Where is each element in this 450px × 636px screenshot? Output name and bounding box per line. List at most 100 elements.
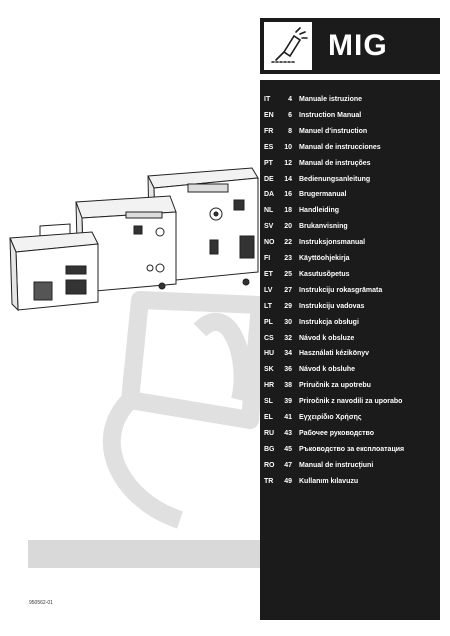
language-manual-title: Manual de instruções xyxy=(299,159,371,167)
language-code: NO xyxy=(264,239,275,247)
language-code: FI xyxy=(264,255,271,262)
language-manual-title: Manuel d'instruction xyxy=(299,127,368,135)
language-row[interactable]: HU 34 Használati kézikönyv xyxy=(260,348,440,360)
language-manual-title: Návod k obsluze xyxy=(299,334,355,342)
language-code: RO xyxy=(264,461,275,469)
language-page-number: 25 xyxy=(284,270,292,278)
language-manual-title: Návod k obsluhe xyxy=(299,366,356,374)
language-code: ET xyxy=(264,270,273,278)
language-row[interactable]: PL 30 Instrukcja obsługi xyxy=(260,317,440,329)
language-manual-title: Brugermanual xyxy=(299,191,347,199)
language-manual-title: Instruction Manual xyxy=(299,111,362,119)
language-page-number: 39 xyxy=(284,398,292,406)
language-manual-title: Kullanım kılavuzu xyxy=(299,477,359,485)
language-manual-title: Instrukcja obsługi xyxy=(299,318,359,326)
language-code: LV xyxy=(264,286,273,294)
large-welder-illustration xyxy=(147,167,259,286)
language-code: IT xyxy=(264,96,271,103)
language-code: PT xyxy=(264,159,273,167)
language-page-number: 49 xyxy=(284,477,292,485)
language-manual-title: Εγχειρίδιο Χρήσης xyxy=(299,414,362,421)
language-code: ES xyxy=(264,143,274,151)
language-code: SL xyxy=(264,398,273,406)
language-page-number: 47 xyxy=(284,461,292,469)
language-code: NL xyxy=(264,207,274,215)
language-page-number: 32 xyxy=(284,334,292,342)
language-code: TR xyxy=(264,477,274,485)
language-code: SV xyxy=(264,223,274,231)
language-page-number: 4 xyxy=(288,96,292,103)
language-row[interactable]: SL 39 Priročnik z navodili za uporabo xyxy=(260,396,440,408)
language-row[interactable]: NL 18 Handleiding xyxy=(260,205,440,217)
language-page-number: 43 xyxy=(284,429,292,437)
language-page-number: 16 xyxy=(284,191,292,199)
language-page-number: 38 xyxy=(284,382,292,390)
language-page-number: 41 xyxy=(284,414,292,421)
language-row[interactable]: TR 49 Kullanım kılavuzu xyxy=(260,476,440,488)
language-row[interactable]: ET 25 Kasutusõpetus xyxy=(260,269,440,281)
language-code: EN xyxy=(264,111,274,119)
language-manual-title: Brukanvisning xyxy=(299,223,348,231)
language-row[interactable]: BG 45 Ръководство за експлоатация xyxy=(260,444,440,456)
product-title: MIG xyxy=(328,29,388,62)
language-manual-title: Käyttöohjekirja xyxy=(299,255,350,262)
language-code: CS xyxy=(264,334,274,342)
language-page-number: 36 xyxy=(284,366,292,374)
language-code: LT xyxy=(264,302,273,310)
language-page-number: 34 xyxy=(284,350,292,358)
language-row[interactable]: CS 32 Návod k obsluze xyxy=(260,333,440,345)
language-page-number: 45 xyxy=(284,445,292,453)
language-code: EL xyxy=(264,414,273,421)
language-row[interactable]: SK 36 Návod k obsluhe xyxy=(260,364,440,376)
language-code: PL xyxy=(264,318,273,326)
language-row[interactable]: ES 10 Manual de instrucciones xyxy=(260,142,440,154)
language-manual-title: Manual de instrucţiuni xyxy=(299,461,374,469)
language-manual-title: Priročnik z navodili za uporabo xyxy=(299,398,403,406)
language-code: DE xyxy=(264,175,274,183)
language-row[interactable]: EL 41 Εγχειρίδιο Χρήσης xyxy=(260,412,440,424)
language-page-number: 8 xyxy=(288,127,292,135)
language-page-number: 20 xyxy=(284,223,292,231)
language-manual-title: Manual de instrucciones xyxy=(299,143,381,151)
language-page-number: 10 xyxy=(284,143,292,151)
language-manual-title: Ръководство за експлоатация xyxy=(299,445,405,453)
mig-torch-icon xyxy=(263,21,313,71)
language-row[interactable]: RO 47 Manual de instrucţiuni xyxy=(260,460,440,472)
language-manual-title: Manuale istruzione xyxy=(299,96,363,103)
gray-band xyxy=(28,540,260,568)
language-row[interactable]: LT 29 Instrukciju vadovas xyxy=(260,301,440,313)
document-code: 950562-01 xyxy=(29,600,53,606)
language-page-number: 27 xyxy=(284,286,292,294)
language-code: DA xyxy=(264,191,275,199)
language-code: HR xyxy=(264,382,275,390)
language-row[interactable]: IT 4 Manuale istruzione xyxy=(260,94,440,106)
language-code: HU xyxy=(264,350,275,358)
language-manual-title: Használati kézikönyv xyxy=(299,350,370,358)
language-code: RU xyxy=(264,429,275,437)
language-row[interactable]: SV 20 Brukanvisning xyxy=(260,221,440,233)
language-page-number: 29 xyxy=(284,302,292,310)
language-page-number: 12 xyxy=(284,159,292,167)
language-code: BG xyxy=(264,445,275,453)
language-manual-title: Kasutusõpetus xyxy=(299,270,350,278)
language-manual-title: Handleiding xyxy=(299,207,340,215)
language-row[interactable]: DA 16 Brugermanual xyxy=(260,189,440,201)
language-manual-title: Bedienungsanleitung xyxy=(299,175,371,183)
language-row[interactable]: PT 12 Manual de instruções xyxy=(260,158,440,170)
language-manual-title: Instruksjonsmanual xyxy=(299,239,366,247)
language-page-number: 30 xyxy=(284,318,292,326)
language-manual-title: Instrukciju vadovas xyxy=(299,302,365,310)
language-page-number: 18 xyxy=(284,207,292,215)
language-code: SK xyxy=(264,366,274,374)
